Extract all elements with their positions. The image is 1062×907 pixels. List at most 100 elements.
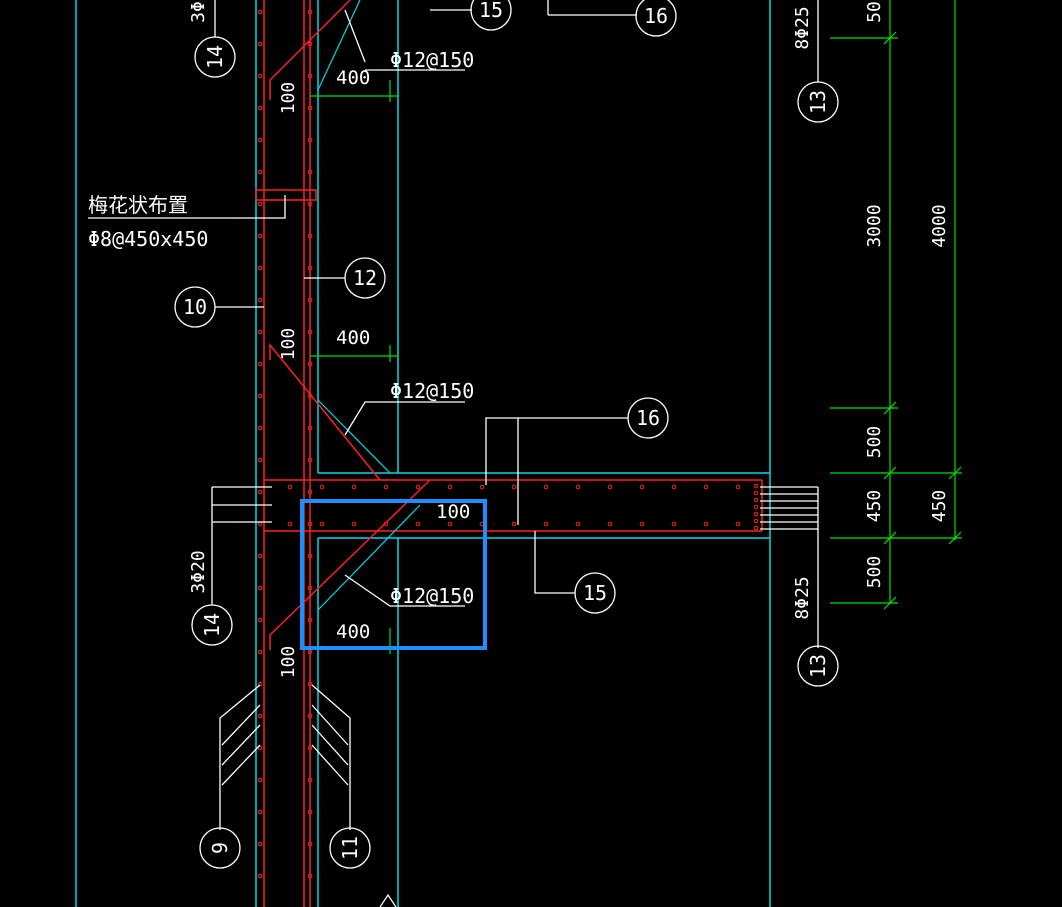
callout-13: 13 [806, 654, 830, 678]
dim-100-horizontal: 100 [436, 501, 470, 523]
rebar-dot [307, 201, 313, 207]
callout-16-top: 16 [644, 4, 668, 28]
rebar-dot [257, 745, 263, 751]
dim-400-middle: 400 [336, 327, 370, 349]
rebar-dot [257, 489, 263, 495]
callout-11: 11 [338, 836, 362, 860]
dim-100-middle: 100 [278, 328, 299, 361]
rebar-label-bottom-right: 8Φ25 [792, 576, 813, 619]
rebar-dot [257, 777, 263, 783]
callout-16: 16 [636, 406, 660, 430]
rebar-dot [307, 489, 313, 495]
rebar-dot [257, 169, 263, 175]
stirrup-diagonals [317, 0, 421, 611]
rebar-dot [415, 521, 421, 527]
dim-3000: 3000 [864, 204, 885, 247]
rebar-dot [319, 484, 325, 490]
stirrup-spec-middle: Φ12@150 [390, 379, 474, 403]
rebar-dot [479, 484, 485, 490]
rebar-dot [753, 504, 759, 510]
rebar-dot [307, 393, 313, 399]
rebar-dot [257, 297, 263, 303]
rebar-dot [257, 73, 263, 79]
rebar-dot [735, 521, 741, 527]
rebar-dot [511, 484, 517, 490]
callout-14-top: 14 [203, 45, 227, 69]
rebar-dot [307, 329, 313, 335]
rebar-dot [307, 585, 313, 591]
dim-100-top: 100 [278, 82, 299, 115]
rebar-dot [639, 484, 645, 490]
rebar-dot [735, 484, 741, 490]
rebar-dot [383, 484, 389, 490]
rebar-dot-markers [257, 9, 759, 879]
rebar-dot [753, 483, 759, 489]
tie-spec-label: Φ8@450x450 [88, 227, 208, 251]
rebar-dot [607, 521, 613, 527]
dim-100-bottom: 100 [278, 646, 299, 679]
rebar-dot [257, 329, 263, 335]
callout-15-top: 15 [479, 0, 503, 22]
rebar-dot [307, 745, 313, 751]
selection-box[interactable] [300, 499, 487, 650]
rebar-dot [307, 713, 313, 719]
rebar-dot [753, 497, 759, 503]
rebar-dot [307, 681, 313, 687]
rebar-dot [307, 233, 313, 239]
rebar-dot [307, 169, 313, 175]
rebar-dot [307, 137, 313, 143]
plum-layout-label: 梅花状布置 [88, 193, 188, 217]
rebar-dot [257, 105, 263, 111]
rebar-dot [607, 484, 613, 490]
rebar-dot [257, 137, 263, 143]
rebar-dot [307, 41, 313, 47]
rebar-dot [257, 9, 263, 15]
rebar-dot [307, 297, 313, 303]
rebar-dot [415, 484, 421, 490]
rebar-dot [671, 484, 677, 490]
rebar-dot [307, 873, 313, 879]
dim-450-outer: 450 [929, 490, 950, 523]
rebar-dot [257, 265, 263, 271]
rebar-dot [257, 425, 263, 431]
rebar-dot [307, 777, 313, 783]
rebar-dot [257, 457, 263, 463]
rebar-dot [307, 617, 313, 623]
callout-9: 9 [208, 842, 232, 854]
rebar-dot [753, 525, 759, 531]
rebar-dot [287, 521, 293, 527]
rebar-dot [257, 617, 263, 623]
rebar-dot [257, 553, 263, 559]
callout-circles [174, 0, 839, 869]
dim-400-top: 400 [336, 67, 370, 89]
rebar-dot [257, 521, 263, 527]
rebar-dot [319, 521, 325, 527]
rebar-dot [753, 518, 759, 524]
rebar-dot [257, 361, 263, 367]
rebar-lines [255, 0, 763, 907]
wall-outline-lines [75, 0, 771, 907]
rebar-dot [257, 201, 263, 207]
rebar-dot [351, 521, 357, 527]
dim-50: 50 [864, 1, 885, 23]
rebar-dot [307, 361, 313, 367]
rebar-dot [753, 490, 759, 496]
rebar-dot [543, 521, 549, 527]
rebar-dot [307, 521, 313, 527]
rebar-dot [307, 649, 313, 655]
rebar-dot [257, 713, 263, 719]
rebar-dot [307, 9, 313, 15]
rebar-dot [575, 484, 581, 490]
rebar-dot [307, 457, 313, 463]
rebar-dot [575, 521, 581, 527]
rebar-dot [307, 73, 313, 79]
rebar-dot [307, 105, 313, 111]
rebar-dot [257, 809, 263, 815]
leader-lines [88, 0, 819, 907]
rebar-label-top-right: 8Φ25 [792, 6, 813, 49]
dim-450: 450 [864, 490, 885, 523]
rebar-label-top-left: 3Φ [188, 1, 209, 23]
rebar-dot [703, 484, 709, 490]
callout-12: 12 [353, 266, 377, 290]
